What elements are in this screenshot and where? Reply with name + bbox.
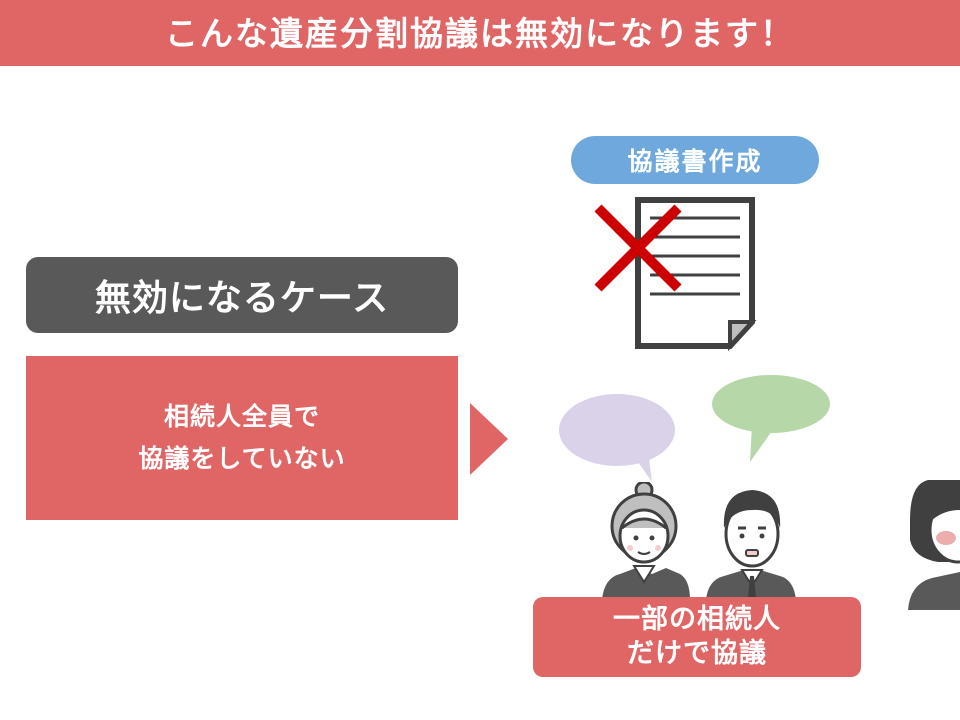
speech-bubble-right [712,375,830,462]
document-icon [594,197,757,352]
partial-heirs-line-2: だけで協議 [627,638,767,669]
reason-box: 相続人全員で 協議をしていない [26,356,458,520]
reason-line-2: 協議をしていない [138,444,346,473]
page-title: こんな遺産分割協議は無効になります！ [165,14,795,53]
document-label-pill: 協議書作成 [571,136,819,184]
man-icon [706,490,796,600]
elderly-woman-icon [602,482,690,600]
reason-line-1: 相続人全員で [163,402,320,431]
invalid-case-label-text: 無効になるケース [94,278,390,319]
document-label-text: 協議書作成 [627,147,763,176]
header-banner: こんな遺産分割協議は無効になります！ [0,0,960,66]
cross-mark-icon [594,204,682,292]
invalid-case-label: 無効になるケース [26,257,458,333]
right-arrow-icon [470,403,508,475]
partial-person-icon [908,480,960,610]
partial-heirs-line-1: 一部の相続人 [613,604,781,635]
partial-heirs-caption: 一部の相続人 だけで協議 [533,597,861,677]
speech-bubble-left [559,394,675,482]
people-group [602,482,796,600]
